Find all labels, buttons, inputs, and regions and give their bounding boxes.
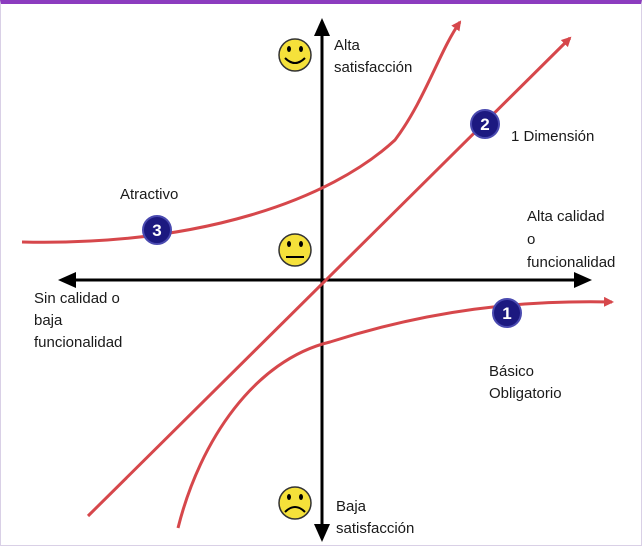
- high-quality-label-line3: funcionalidad: [527, 254, 616, 271]
- basic-curve: [176, 296, 614, 529]
- high-satisfaction-label-line2: satisfacción: [334, 59, 413, 76]
- one-dimension-label: 1 Dimensión: [511, 128, 595, 145]
- badge-basic: 1: [492, 298, 522, 328]
- badge-basic-number: 1: [502, 304, 511, 323]
- neutral-face-icon: [278, 233, 312, 267]
- badge-one-dimension-number: 2: [480, 115, 489, 134]
- curves: [21, 20, 614, 529]
- high-quality-label-line2: o: [527, 231, 536, 248]
- low-quality-label-line3: funcionalidad: [34, 334, 123, 351]
- vertical-axis-arrow-bottom: [314, 524, 330, 542]
- attractive-label: Atractivo: [120, 186, 179, 203]
- low-quality-label-line2: baja: [34, 312, 63, 329]
- happy-face-icon: [278, 38, 312, 72]
- high-quality-label-line1: Alta calidad: [527, 208, 605, 225]
- low-quality-label-line1: Sin calidad o: [34, 290, 120, 307]
- basic-label-line2: Obligatorio: [489, 385, 562, 402]
- horizontal-axis-arrow-left: [58, 272, 76, 288]
- low-satisfaction-label-line1: Baja: [336, 498, 367, 515]
- vertical-axis-arrow-top: [314, 18, 330, 36]
- badge-attractive-number: 3: [152, 221, 161, 240]
- basic-label-line1: Básico: [489, 363, 535, 380]
- one-dimension-line: [86, 36, 572, 518]
- high-satisfaction-label-line1: Alta: [334, 37, 360, 54]
- low-satisfaction-label-line2: satisfacción: [336, 520, 415, 537]
- badge-attractive: 3: [142, 215, 172, 245]
- attractive-curve: [21, 20, 462, 244]
- sad-face-icon: [278, 486, 312, 520]
- badge-one-dimension: 2: [470, 109, 500, 139]
- horizontal-axis-arrow-right: [574, 272, 592, 288]
